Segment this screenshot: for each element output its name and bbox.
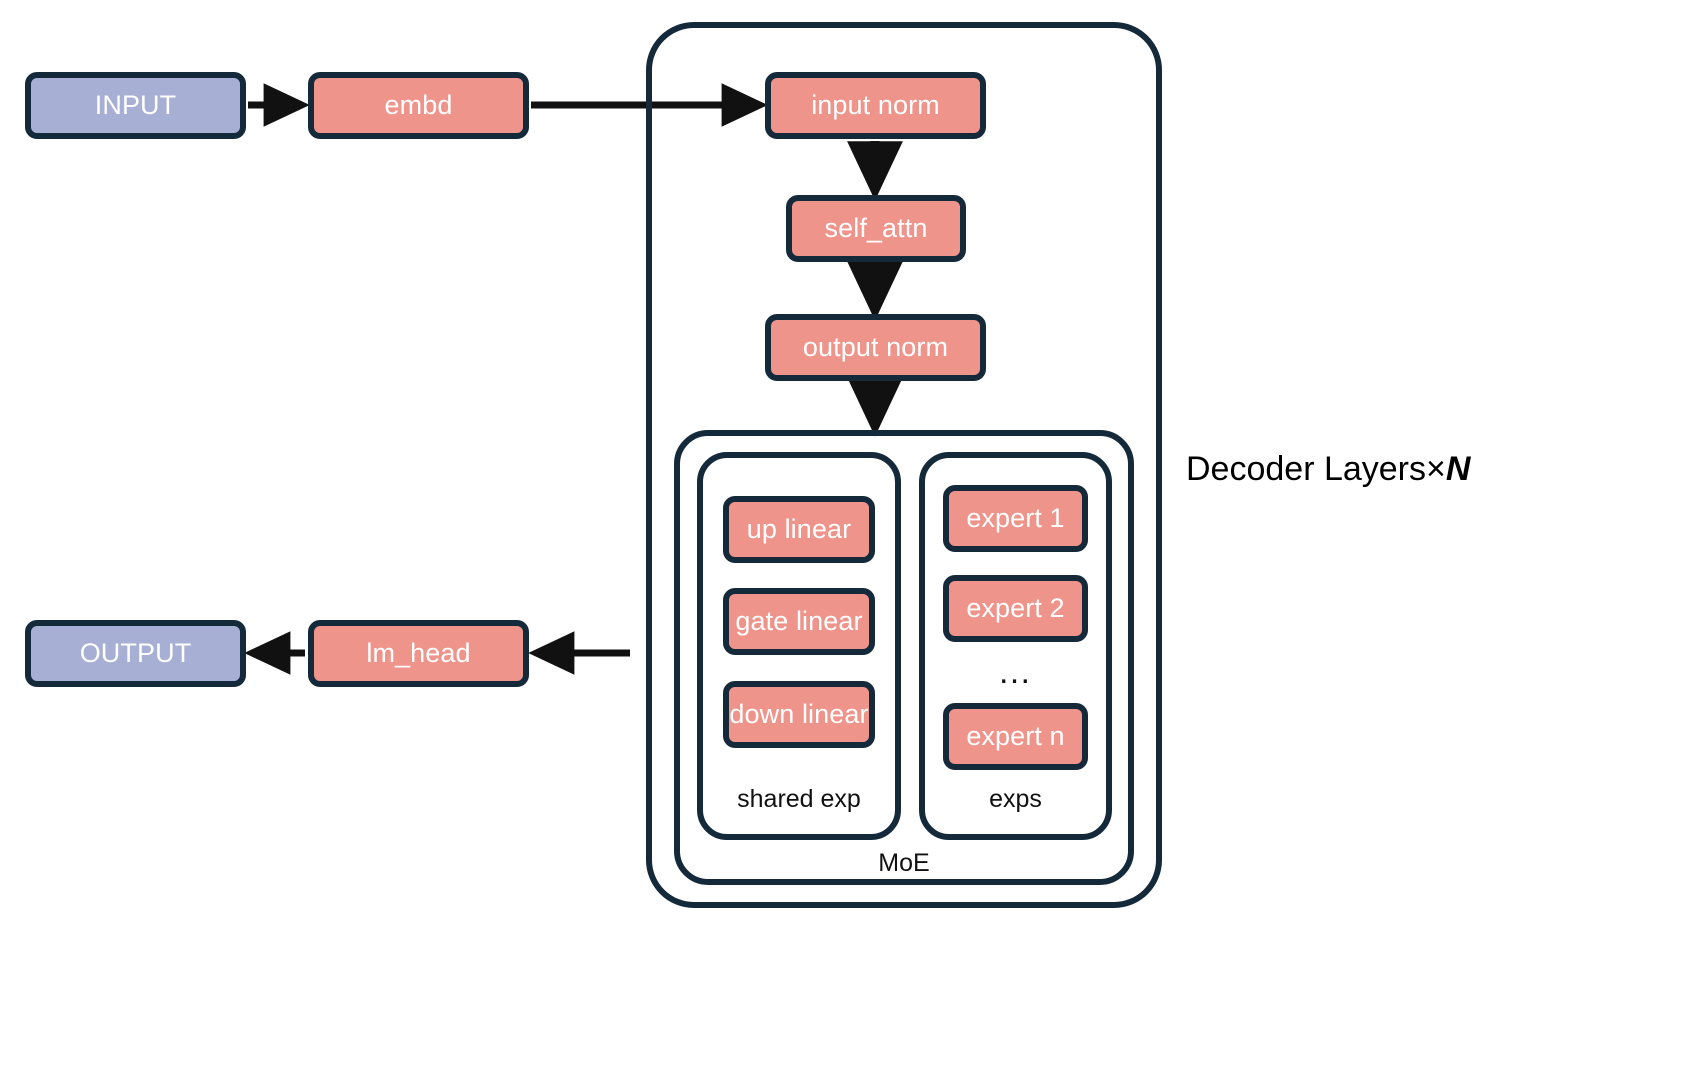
node-input[interactable]: INPUT: [25, 72, 246, 139]
node-lm-head-label: lm_head: [366, 638, 471, 668]
node-gate-linear[interactable]: gate linear: [723, 588, 875, 655]
routed-experts-label: exps: [919, 787, 1112, 812]
experts-ellipsis-text: …: [997, 653, 1034, 691]
node-embd-label: embd: [384, 90, 453, 120]
node-self-attn-label: self_attn: [824, 213, 928, 243]
node-expert-1[interactable]: expert 1: [943, 485, 1088, 552]
node-up-linear-label: up linear: [746, 514, 852, 544]
node-gate-linear-label: gate linear: [735, 606, 863, 636]
node-expert-n-label: expert n: [966, 721, 1065, 751]
node-output-norm-label: output norm: [802, 332, 949, 362]
decoder-layers-container: [646, 22, 1162, 908]
node-expert-1-label: expert 1: [966, 503, 1065, 533]
node-output-norm[interactable]: output norm: [765, 314, 986, 381]
node-output[interactable]: OUTPUT: [25, 620, 246, 687]
shared-expert-container: [697, 452, 901, 840]
moe-label-text: MoE: [878, 849, 930, 877]
node-output-label: OUTPUT: [79, 638, 192, 668]
node-self-attn[interactable]: self_attn: [786, 195, 966, 262]
decoder-layers-count-variable: N: [1445, 450, 1471, 488]
node-input-label: INPUT: [94, 90, 177, 120]
shared-expert-label: shared exp: [697, 787, 901, 812]
node-down-linear-label: down linear: [729, 699, 869, 729]
node-lm-head[interactable]: lm_head: [308, 620, 529, 687]
routed-experts-label-text: exps: [989, 785, 1042, 813]
decoder-layers-label: Decoder Layers×N: [1186, 452, 1470, 486]
node-expert-2[interactable]: expert 2: [943, 575, 1088, 642]
moe-container: [674, 430, 1134, 885]
node-embd[interactable]: embd: [308, 72, 529, 139]
node-input-norm-label: input norm: [811, 90, 940, 120]
routed-experts-container: [919, 452, 1112, 840]
node-down-linear[interactable]: down linear: [723, 681, 875, 748]
node-up-linear[interactable]: up linear: [723, 496, 875, 563]
experts-ellipsis: …: [943, 655, 1088, 689]
node-expert-n[interactable]: expert n: [943, 703, 1088, 770]
decoder-layers-label-text: Decoder Layers×: [1186, 450, 1446, 488]
node-input-norm[interactable]: input norm: [765, 72, 986, 139]
shared-expert-label-text: shared exp: [737, 785, 861, 813]
moe-label: MoE: [674, 851, 1134, 876]
node-expert-2-label: expert 2: [966, 593, 1065, 623]
